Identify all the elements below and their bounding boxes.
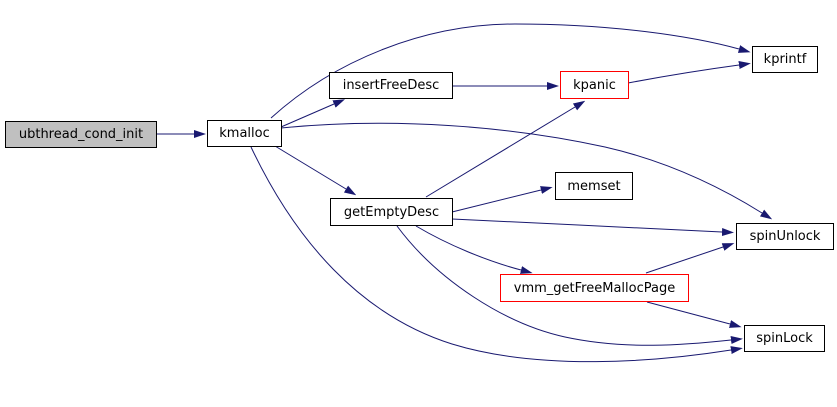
edge-getEmptyDesc-to-spinUnlock (451, 218, 734, 236)
edge-getEmptyDesc-to-vmm_getFreeMallocPage (415, 225, 533, 274)
edge-kmalloc-to-kprintf (270, 23, 751, 119)
edge-vmm_getFreeMallocPage-to-spinUnlock (645, 243, 735, 274)
edge-vmm_getFreeMallocPage-to-spinLock (646, 301, 742, 328)
edge-kmalloc-to-insertFreeDesc (280, 99, 346, 128)
node-spinunlock[interactable]: spinUnlock (736, 223, 834, 250)
node-kmalloc[interactable]: kmalloc (207, 120, 282, 147)
edge-kmalloc-to-getEmptyDesc (274, 145, 357, 196)
node-kpanic[interactable]: kpanic (560, 71, 629, 99)
edge-kpanic-to-kprintf (627, 61, 751, 84)
node-getemptydesc[interactable]: getEmptyDesc (330, 198, 453, 226)
node-memset[interactable]: memset (555, 172, 633, 200)
node-ubthread-cond-init: ubthread_cond_init (5, 121, 157, 148)
edge-kmalloc-to-spinLock (250, 146, 743, 363)
node-kprintf[interactable]: kprintf (752, 46, 818, 73)
edge-getEmptyDesc-to-kpanic (425, 100, 586, 198)
node-spinlock[interactable]: spinLock (744, 325, 825, 352)
node-vmm-getfreemallocpage[interactable]: vmm_getFreeMallocPage (500, 274, 689, 302)
node-insertfreedesc[interactable]: insertFreeDesc (329, 72, 453, 99)
edge-getEmptyDesc-to-memset (451, 186, 553, 213)
